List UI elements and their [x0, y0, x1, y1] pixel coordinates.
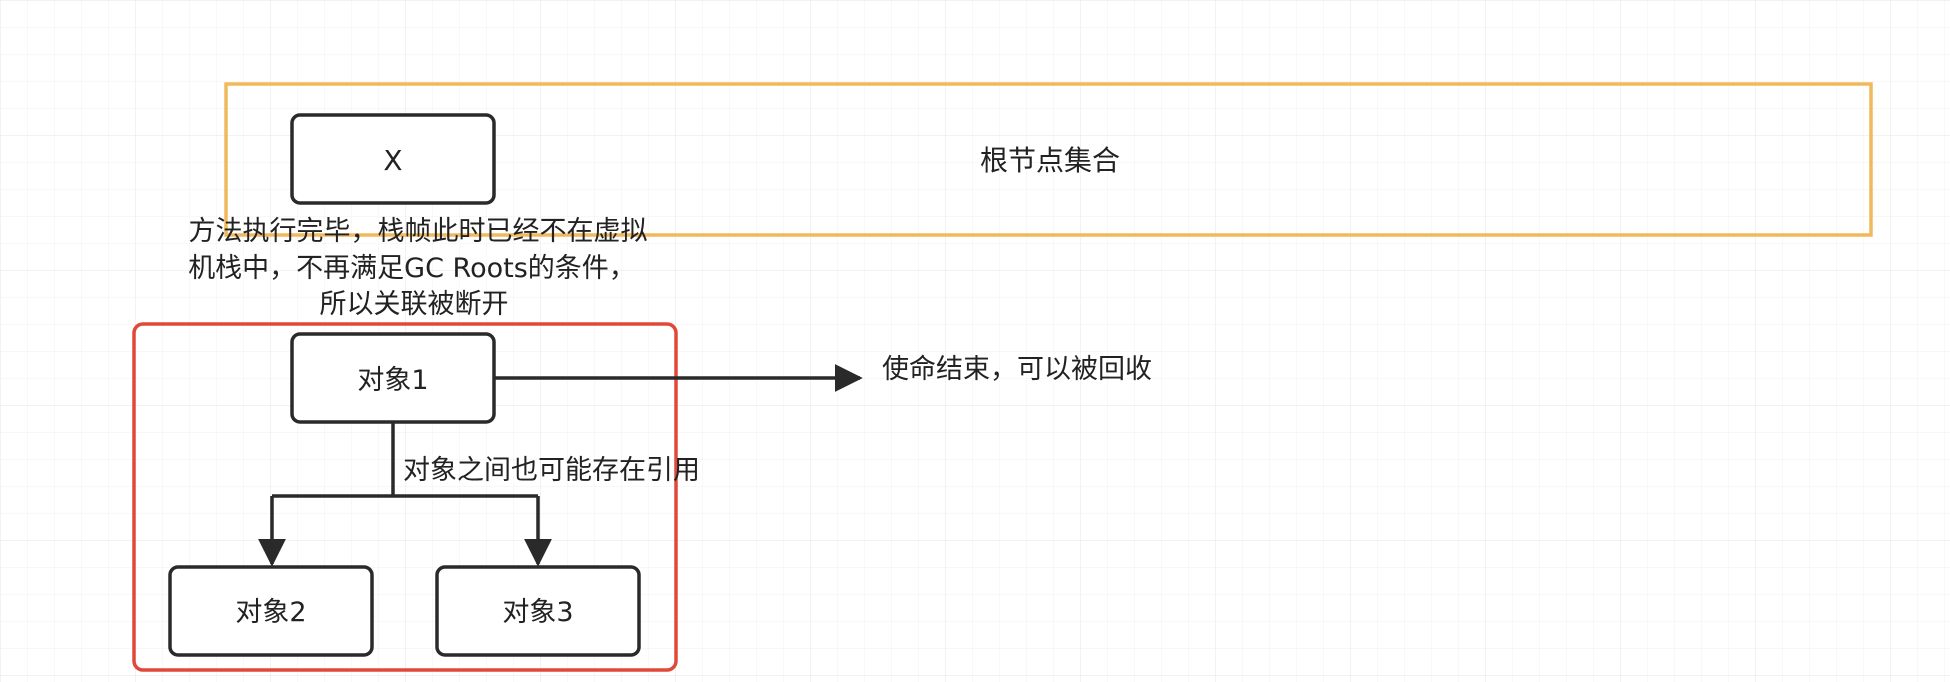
- root-set-label: 根节点集合: [980, 144, 1120, 177]
- reference-label: 对象之间也可能存在引用: [403, 455, 700, 486]
- object1-label: 对象1: [357, 365, 428, 396]
- object2-node[interactable]: [168, 565, 374, 657]
- note-line-3: 所以关联被断开: [320, 289, 509, 320]
- object3-node[interactable]: [435, 565, 641, 657]
- reclaim-label: 使命结束，可以被回收: [882, 354, 1152, 385]
- unreachable-objects-group[interactable]: [132, 322, 678, 672]
- x-node-label: X: [383, 144, 402, 177]
- x-node[interactable]: [290, 113, 496, 205]
- root-set-container[interactable]: [224, 82, 1873, 237]
- note-line-2: 机栈中，不再满足GC Roots的条件，: [188, 253, 636, 284]
- note-line-1: 方法执行完毕，栈帧此时已经不在虚拟: [189, 216, 648, 247]
- object3-label: 对象3: [502, 597, 573, 628]
- object2-label: 对象2: [235, 597, 306, 628]
